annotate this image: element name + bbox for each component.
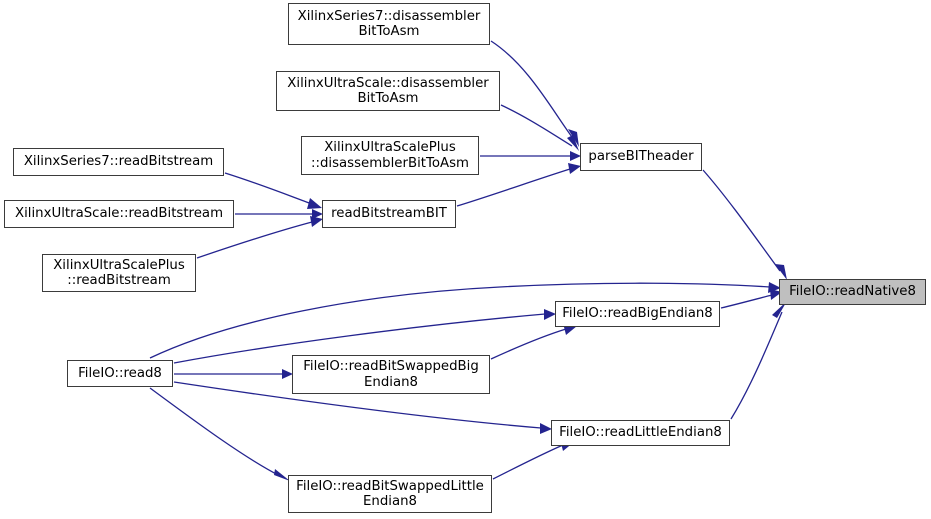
node-fileio-read-big-endian8[interactable]: FileIO::readBigEndian8 [555,301,720,327]
node-label: XilinxUltraScalePlus ::readBitstream [53,257,185,289]
node-xilinx-series7-disassembler-bit-to-asm[interactable]: XilinxSeries7::disassembler BitToAsm [288,3,490,45]
edge-readbigendian8-to-readnative8 [720,289,782,309]
node-label: XilinxSeries7::disassembler BitToAsm [297,8,481,40]
edge-read8-to-readbigendian8 [173,309,556,364]
node-label: parseBITheader [588,149,694,165]
node-label: readBitstreamBIT [331,206,447,222]
node-label: FileIO::readBitSwappedLittle Endian8 [296,478,484,510]
edge-series7disasm-to-parsebitheader [490,40,579,147]
node-label: FileIO::readLittleEndian8 [559,425,722,441]
node-xilinx-ultrascale-read-bitstream[interactable]: XilinxUltraScale::readBitstream [4,200,234,228]
node-xilinx-ultrascaleplus-disassembler-bit-to-asm[interactable]: XilinxUltraScalePlus ::disassemblerBitTo… [301,136,479,175]
edge-readlittleendian8-to-readnative8 [730,301,787,420]
node-label: FileIO::readNative8 [789,284,916,300]
node-label: FileIO::readBigEndian8 [562,306,713,322]
edge-readbitswappedbigendian8-to-readbigendian8 [490,323,577,360]
node-label: XilinxUltraScalePlus ::disassemblerBitTo… [311,140,469,171]
edge-read8-to-readbitswappedbigendian8 [174,369,293,379]
node-xilinx-ultrascale-disassembler-bit-to-asm[interactable]: XilinxUltraScale::disassembler BitToAsm [276,71,500,111]
edge-ultrascaleplusdisasm-to-parsebitheader [480,151,581,161]
edge-parsebitheader-to-readnative8 [702,169,787,280]
node-read-bitstream-bit[interactable]: readBitstreamBIT [322,200,456,228]
node-fileio-read-bit-swapped-big-endian8[interactable]: FileIO::readBitSwappedBig Endian8 [292,355,490,394]
node-label: XilinxUltraScale::disassembler BitToAsm [287,75,489,107]
node-label: FileIO::read8 [78,365,162,381]
node-fileio-read-little-endian8[interactable]: FileIO::readLittleEndian8 [551,420,730,446]
node-fileio-read-bit-swapped-little-endian8[interactable]: FileIO::readBitSwappedLittle Endian8 [288,475,492,513]
node-label: XilinxSeries7::readBitstream [23,154,214,170]
edge-read8-to-readlittleendian8 [173,381,552,434]
node-xilinx-series7-read-bitstream[interactable]: XilinxSeries7::readBitstream [13,148,224,176]
node-label: XilinxUltraScale::readBitstream [14,206,224,222]
edge-readbitstreambit-to-parsebitheader [456,163,581,207]
node-fileio-read8[interactable]: FileIO::read8 [67,360,173,387]
node-label: FileIO::readBitSwappedBig Endian8 [303,359,479,390]
node-xilinx-ultrascaleplus-read-bitstream[interactable]: XilinxUltraScalePlus ::readBitstream [42,254,196,292]
edge-ultrascalereadbitstream-to-readbitstreambit [235,209,323,219]
edge-ultrascaleplusreadbitstream-to-readbitstreambit [196,216,323,259]
edge-ultrascaledisasm-to-parsebitheader [500,104,579,151]
edge-series7readbitstream-to-readbitstreambit [224,172,322,209]
node-parse-bit-header[interactable]: parseBITheader [580,143,702,171]
edge-read8-to-readbitswappedlittleendian8 [149,387,290,481]
node-fileio-read-native8[interactable]: FileIO::readNative8 [779,279,926,305]
